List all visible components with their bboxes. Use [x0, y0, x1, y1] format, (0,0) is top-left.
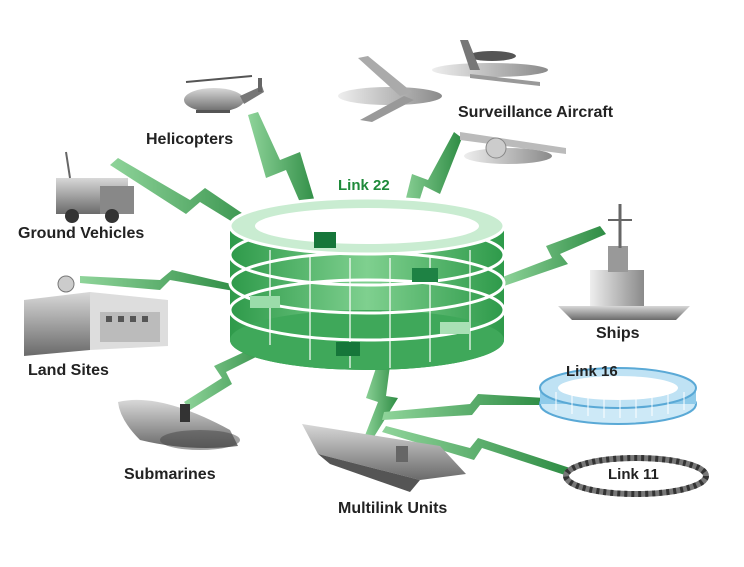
bolt-ships [500, 226, 606, 286]
helicopter-icon [184, 75, 264, 113]
bolt-link16 [382, 394, 545, 420]
submarine-icon [118, 399, 240, 450]
link22-cylinder [228, 196, 506, 370]
link16-ring [539, 367, 697, 425]
land-sites-label: Land Sites [28, 362, 109, 379]
multilink-unit-icon [302, 424, 466, 492]
connection-bolts [80, 112, 606, 476]
ships-label: Ships [596, 325, 640, 342]
bolt-multilink [364, 350, 398, 440]
link11-label: Link 11 [608, 466, 659, 483]
submarines-label: Submarines [124, 466, 216, 483]
bolt-ground-vehicles [110, 158, 270, 240]
link16-label: Link 16 [566, 363, 618, 380]
bolt-land-sites [80, 270, 240, 292]
ground-vehicles-label: Ground Vehicles [18, 225, 145, 242]
surveillance-aircraft-icon [338, 40, 566, 164]
multilink-units-label: Multilink Units [338, 500, 448, 517]
bolt-helicopters [248, 112, 318, 214]
surveillance-aircraft-label: Surveillance Aircraft [458, 104, 614, 121]
helicopters-label: Helicopters [146, 131, 234, 148]
ship-icon [558, 204, 690, 320]
link11-ring [563, 455, 709, 497]
bolt-submarines [184, 340, 274, 410]
land-site-icon [24, 275, 168, 356]
ground-vehicle-icon [56, 151, 134, 223]
link22-label: Link 22 [338, 177, 390, 194]
bolt-link11 [382, 426, 570, 476]
